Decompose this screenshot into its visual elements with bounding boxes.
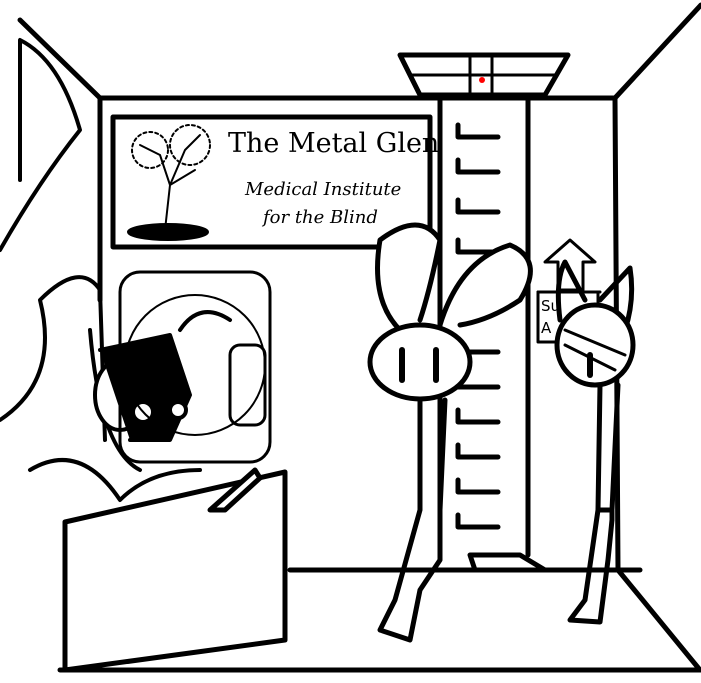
indicator-light: [479, 77, 485, 83]
sign-subtitle-line1: Medical Institute: [244, 179, 401, 200]
tall-bunny-character: [367, 222, 533, 643]
scanner-machine: [118, 270, 272, 464]
sign-subtitle-line2: for the Blind: [261, 207, 378, 228]
partial-sign-line2: A: [541, 319, 552, 337]
cat-character: [554, 259, 636, 625]
partial-sign-line1: Su: [541, 297, 560, 315]
desk: [62, 467, 288, 673]
ceiling-hatch: [397, 52, 571, 98]
sign-title: The Metal Glen: [228, 128, 439, 159]
seated-character: [0, 38, 232, 502]
tree-logo: [127, 124, 211, 241]
